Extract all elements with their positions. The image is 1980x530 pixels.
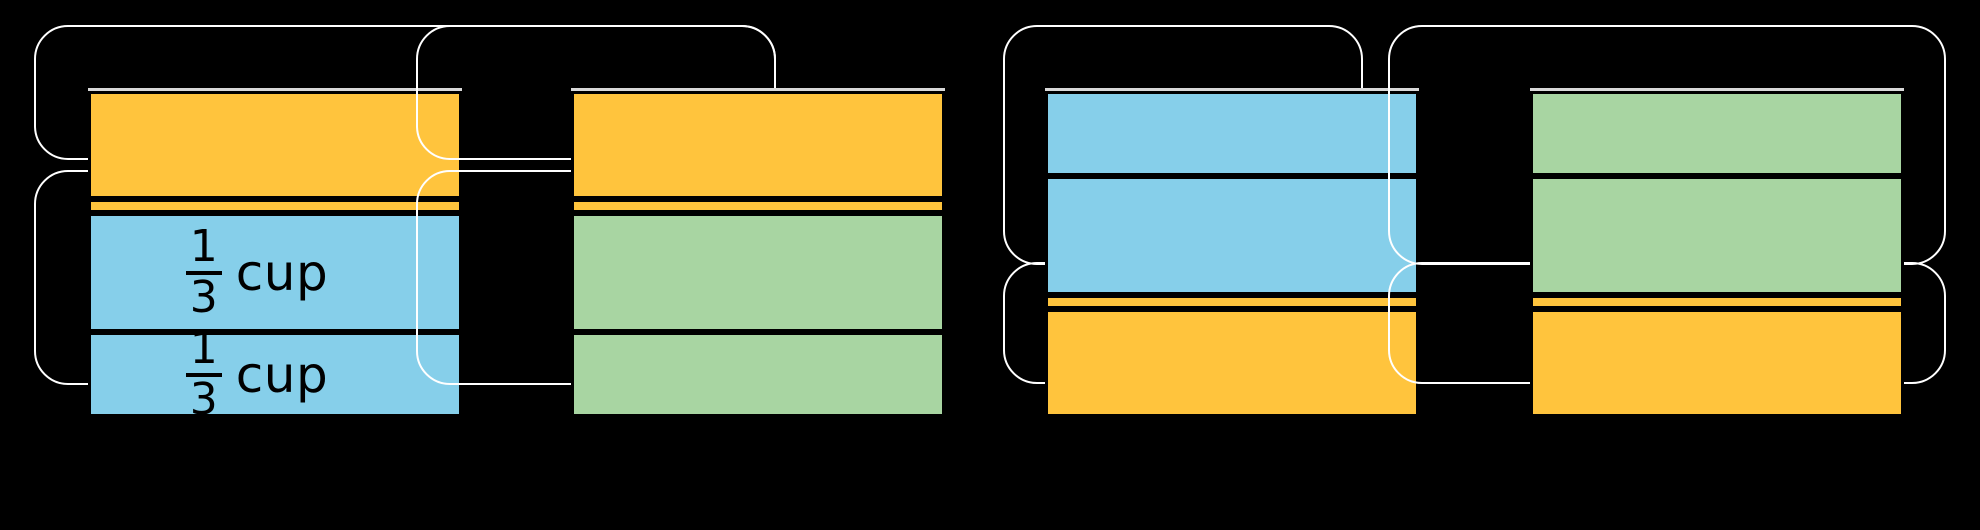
- measuring-cup-group-2: [571, 88, 945, 417]
- unit-label: cup: [235, 243, 329, 302]
- fraction-denominator: 3: [189, 271, 218, 323]
- bar-blue-third-2: [1045, 176, 1419, 295]
- fraction-numerator: 1: [189, 332, 218, 375]
- bar-orange-large: [88, 91, 462, 199]
- bar-green-third-1: [571, 213, 945, 332]
- bar-blue-third-1: [1045, 91, 1419, 176]
- bar-green-third-2: [571, 332, 945, 417]
- fraction-vinculum: [185, 270, 222, 275]
- bar-orange-large: [1530, 309, 1904, 417]
- fraction-denominator: 3: [189, 373, 218, 417]
- bar-orange-large: [1045, 309, 1419, 417]
- fraction-vinculum: [185, 372, 222, 377]
- bar-orange-sliver: [571, 199, 945, 213]
- bar-orange-large: [571, 91, 945, 199]
- unit-label: cup: [235, 345, 329, 404]
- bar-orange-sliver: [88, 199, 462, 213]
- measuring-cup-group-4: [1530, 88, 1904, 417]
- bar-green-third-1: [1530, 91, 1904, 176]
- fraction-numerator: 1: [189, 221, 218, 273]
- bar-orange-sliver: [1530, 295, 1904, 309]
- bar-orange-sliver: [1045, 295, 1419, 309]
- bar-green-third-2: [1530, 176, 1904, 295]
- measuring-cup-group-3: [1045, 88, 1419, 417]
